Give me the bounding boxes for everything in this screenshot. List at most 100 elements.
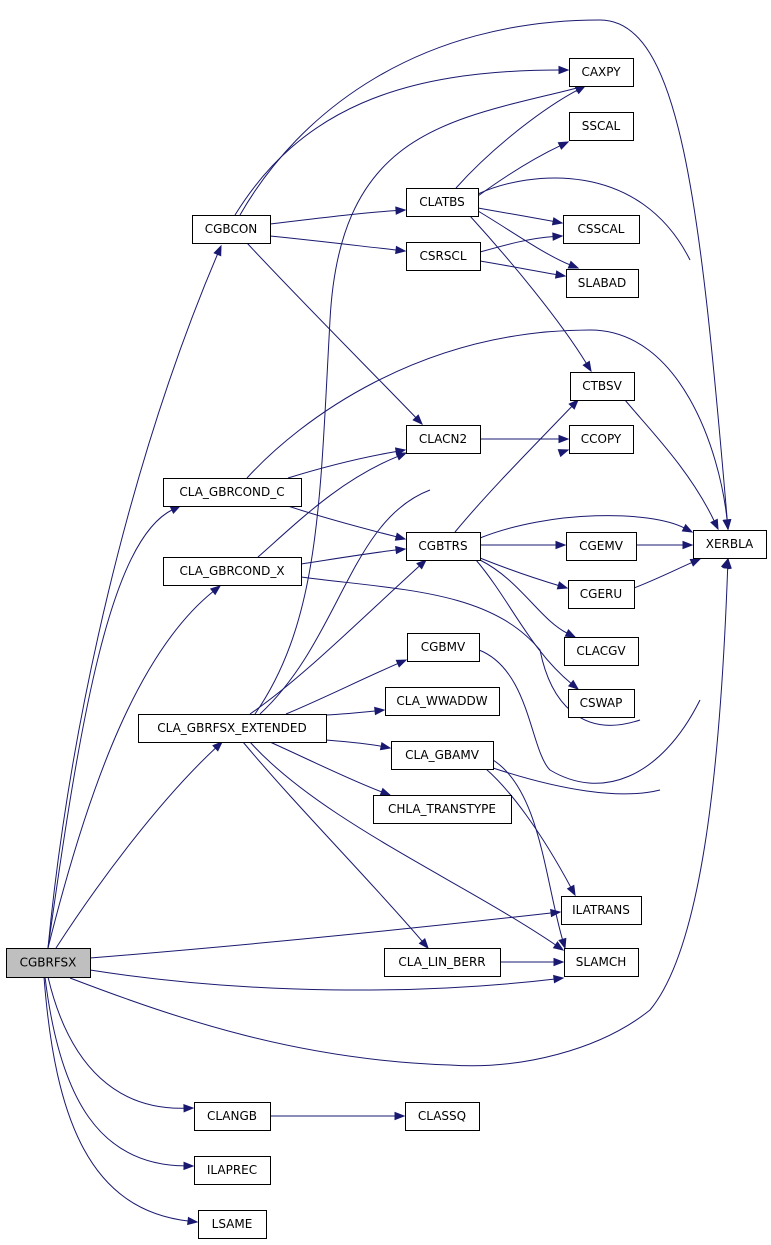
arrow-head-icon [557, 141, 570, 150]
node-chla-transtype[interactable]: CHLA_TRANSTYPE [373, 795, 512, 824]
node-lsame[interactable]: LSAME [198, 1210, 267, 1239]
arrow-head-icon [553, 957, 565, 967]
edge-line [454, 405, 573, 533]
node-cgbcon[interactable]: CGBCON [192, 215, 271, 244]
node-cgeru[interactable]: CGERU [568, 580, 635, 609]
arrow-head-icon [183, 1161, 195, 1171]
node-label: CTBSV [582, 379, 622, 393]
node-cgbmv[interactable]: CGBMV [407, 633, 480, 662]
node-slamch[interactable]: SLAMCH [564, 948, 639, 977]
arrow-head-icon [567, 679, 580, 690]
edge-ctbsv-to-xerbla [624, 399, 719, 531]
edge-line [55, 747, 217, 949]
node-cla-gbrcond-x[interactable]: CLA_GBRCOND_X [163, 557, 302, 586]
edge-cgemv-to-xerbla [635, 540, 694, 550]
node-box [406, 242, 481, 271]
arrow-head-icon [395, 206, 407, 215]
node-csrscl[interactable]: CSRSCL [406, 242, 481, 271]
node-cla-gbrfsx-extended[interactable]: CLA_GBRFSX_EXTENDED [138, 714, 327, 743]
node-label: CSSCAL [578, 222, 625, 236]
node-ccopy[interactable]: CCOPY [569, 425, 634, 454]
node-box [564, 637, 639, 666]
node-box [163, 557, 302, 586]
edge-line [47, 976, 186, 1109]
node-cla-wwaddw[interactable]: CLA_WWADDW [385, 687, 500, 716]
node-cla-gbrcond-c[interactable]: CLA_GBRCOND_C [163, 478, 302, 507]
edge-line [287, 505, 398, 538]
node-box [569, 425, 634, 454]
node-slabad[interactable]: SLABAD [566, 269, 639, 298]
node-sscal[interactable]: SSCAL [569, 112, 634, 141]
node-cla-gbamv[interactable]: CLA_GBAMV [391, 741, 494, 770]
node-cgbtrs[interactable]: CGBTRS [406, 532, 481, 561]
node-clangb[interactable]: CLANGB [194, 1102, 271, 1131]
node-ctbsv[interactable]: CTBSV [570, 372, 635, 401]
edge-line [69, 566, 729, 1067]
arrow-head-icon [555, 540, 567, 550]
node-label: XERBLA [706, 537, 754, 551]
edge-line [269, 210, 398, 225]
edges [43, 19, 732, 1226]
node-box [568, 580, 635, 609]
node-cswap[interactable]: CSWAP [568, 689, 635, 718]
arrow-head-icon [582, 360, 592, 373]
edge-cla-gbrfsx-extended-to-cla-wwaddw [325, 706, 386, 716]
node-box [384, 948, 501, 977]
node-cla-lin-berr[interactable]: CLA_LIN_BERR [384, 948, 501, 977]
arrow-head-icon [395, 659, 408, 668]
edge-cla-gbrfsx-extended-to-chla-transtype [269, 741, 392, 796]
arrow-head-icon [554, 270, 567, 279]
arrow-head-icon [567, 260, 580, 269]
edge-cgbtrs-to-cgeru [479, 557, 569, 590]
node-clacn2[interactable]: CLACN2 [406, 425, 481, 454]
node-box [406, 532, 481, 561]
node-caxpy[interactable]: CAXPY [569, 58, 634, 87]
edge-cgbrfsx-to-lsame [43, 976, 199, 1226]
edge-line [89, 969, 556, 991]
node-cgbrfsx[interactable]: CGBRFSX [6, 948, 91, 978]
arrow-head-icon [558, 65, 570, 75]
node-box [563, 215, 640, 244]
edge-line [43, 976, 190, 1222]
edge-line [269, 741, 383, 793]
node-label: CLACGV [576, 644, 626, 658]
edge-line [633, 561, 693, 589]
edge-clatbs-to-caxpy [455, 85, 587, 189]
edge-line [325, 710, 377, 716]
edge-line [246, 329, 728, 522]
node-label: CGEMV [579, 539, 624, 553]
edge-line [477, 207, 555, 223]
node-xerbla[interactable]: XERBLA [693, 530, 767, 559]
edge-line [242, 741, 424, 943]
node-box [385, 687, 500, 716]
node-box [566, 532, 637, 561]
edge-line [478, 649, 701, 784]
node-label: CSWAP [580, 696, 623, 710]
node-label: CLA_GBAMV [405, 748, 480, 762]
node-csscal[interactable]: CSSCAL [563, 215, 640, 244]
edge-cla-gbamv-to-slamch [492, 759, 567, 950]
node-cgemv[interactable]: CGEMV [566, 532, 637, 561]
node-clatbs[interactable]: CLATBS [406, 188, 479, 217]
edge-line [325, 739, 383, 747]
node-ilatrans[interactable]: ILATRANS [561, 896, 642, 925]
arrow-head-icon [552, 232, 564, 241]
node-box [373, 795, 512, 824]
node-ilaprec[interactable]: ILAPREC [194, 1156, 271, 1185]
arrow-head-icon [558, 937, 567, 950]
edge-line [287, 450, 398, 479]
arrow-head-icon [394, 532, 407, 541]
edge-cgbrfsx-to-clangb [47, 976, 195, 1113]
edge-line [249, 565, 421, 715]
node-classq[interactable]: CLASSQ [405, 1102, 480, 1131]
node-box [569, 112, 634, 141]
edge-line [44, 976, 186, 1167]
arrow-head-icon [722, 557, 731, 570]
arrow-head-icon [416, 559, 428, 570]
nodes: CGBRFSX CGBCON CLA_GBRCOND_C CLA_GBRCOND_X C… [6, 58, 767, 1239]
edge-cla-lin-berr-to-slamch [500, 957, 565, 967]
node-clacgv[interactable]: CLACGV [564, 637, 639, 666]
edge-line [485, 768, 572, 889]
node-label: CLA_WWADDW [396, 694, 487, 708]
